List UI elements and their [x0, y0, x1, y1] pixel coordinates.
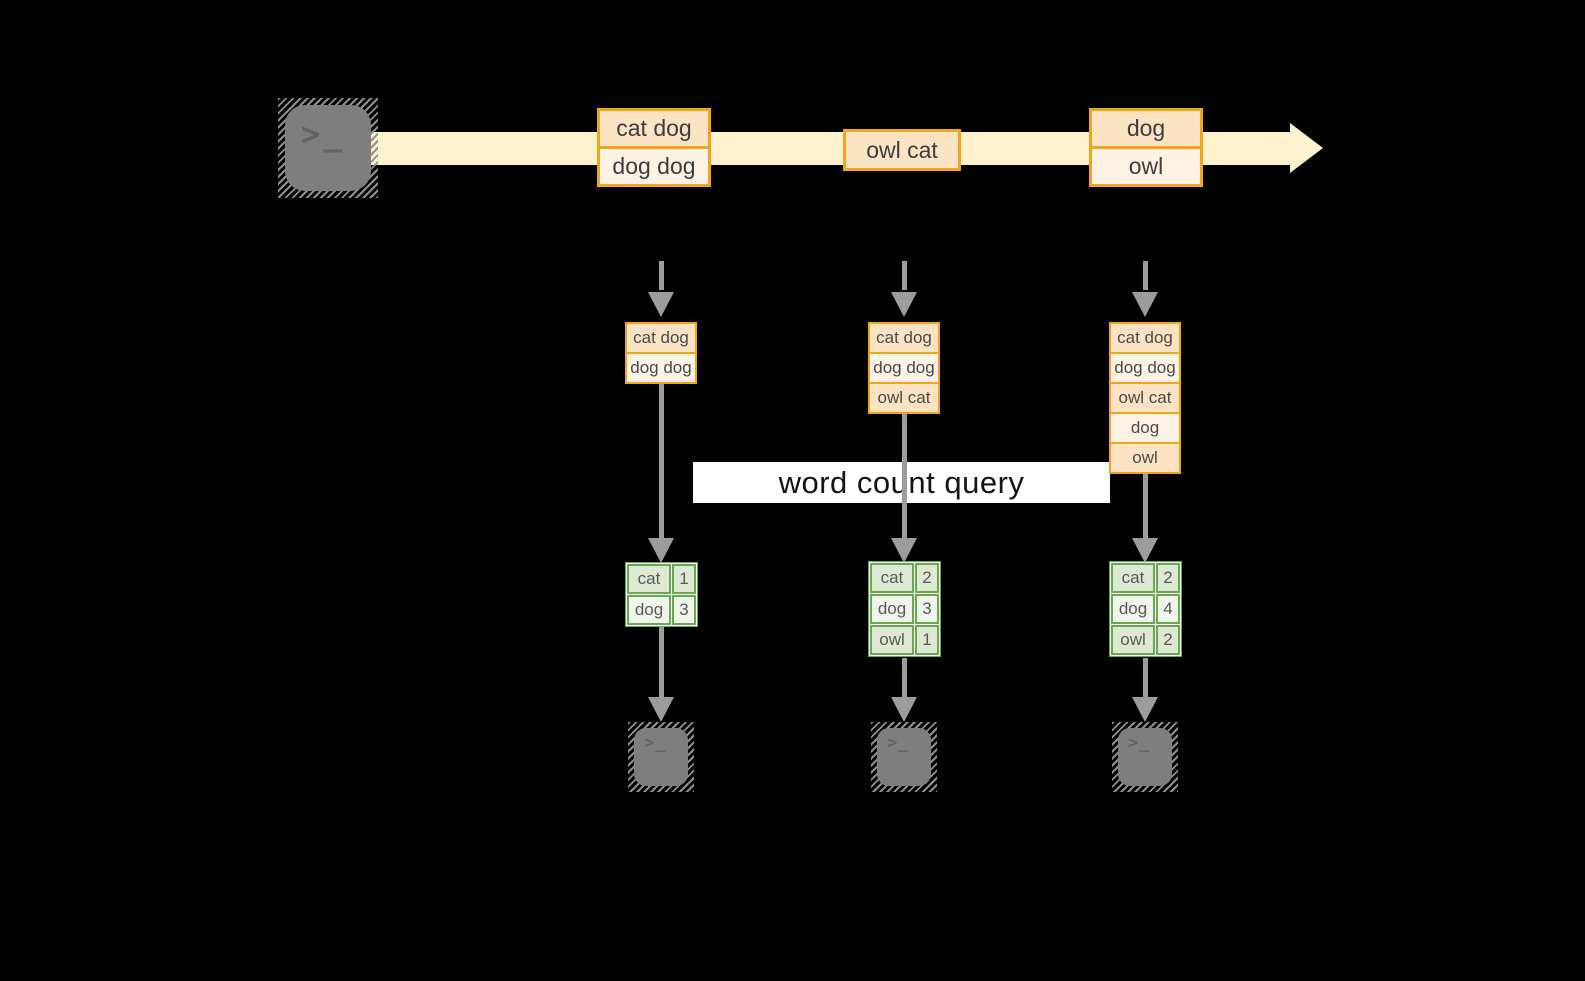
dashed-arrowhead-icon — [891, 292, 917, 317]
stream-record: owl cat — [846, 132, 958, 168]
stream-record: dog — [1092, 111, 1200, 146]
terminal-screen: >_ — [877, 728, 931, 786]
arrowhead-icon — [648, 697, 674, 722]
sink-terminal-icon: >_ — [1112, 722, 1178, 792]
dashed-arrowhead-icon — [1132, 292, 1158, 317]
stream-arrowhead-icon — [1290, 123, 1323, 173]
sink-terminal-icon: >_ — [871, 722, 937, 792]
stack-record: dog — [1111, 412, 1179, 442]
dashed-arrow-icon — [1143, 261, 1148, 290]
count-table-1: cat 1 dog 3 — [625, 562, 698, 627]
terminal-prompt-icon: >_ — [887, 733, 910, 753]
stack-record: cat dog — [1111, 324, 1179, 352]
source-terminal-icon: >_ — [278, 98, 378, 198]
count-value: 3 — [915, 594, 939, 624]
terminal-prompt-icon: >_ — [1128, 733, 1151, 753]
stream-record-box-1: cat dog dog dog — [597, 108, 711, 187]
arrowhead-icon — [648, 538, 674, 563]
arrow-icon — [1143, 474, 1148, 538]
stack-record: dog dog — [870, 352, 938, 382]
arrow-icon — [902, 414, 907, 538]
stack-record: cat dog — [627, 324, 695, 352]
count-value: 3 — [672, 595, 696, 625]
count-value: 1 — [672, 564, 696, 594]
stack-record: dog dog — [627, 352, 695, 382]
arrow-icon — [659, 627, 664, 697]
count-word: cat — [870, 563, 914, 593]
count-value: 2 — [1156, 563, 1180, 593]
terminal-prompt-icon: >_ — [301, 115, 346, 153]
stream-record: dog dog — [600, 146, 708, 184]
count-value: 4 — [1156, 594, 1180, 624]
terminal-screen: >_ — [1118, 728, 1172, 786]
count-word: dog — [1111, 594, 1155, 624]
dashed-arrow-icon — [659, 261, 664, 290]
arrow-icon — [902, 658, 907, 697]
terminal-screen: >_ — [634, 728, 688, 786]
record-stack-1: cat dog dog dog — [625, 322, 697, 384]
stream-record-box-3: dog owl — [1089, 108, 1203, 187]
dashed-arrow-icon — [902, 261, 907, 290]
count-word: owl — [1111, 625, 1155, 655]
stream-record: owl — [1092, 146, 1200, 184]
count-table-3: cat 2 dog 4 owl 2 — [1109, 561, 1182, 657]
stream-record: cat dog — [600, 111, 708, 146]
record-stack-3: cat dog dog dog owl cat dog owl — [1109, 322, 1181, 474]
arrow-icon — [659, 384, 664, 538]
count-table-2: cat 2 dog 3 owl 1 — [868, 561, 941, 657]
stack-record: owl cat — [1111, 382, 1179, 412]
stack-record: owl — [1111, 442, 1179, 472]
terminal-screen: >_ — [285, 105, 371, 191]
count-value: 2 — [1156, 625, 1180, 655]
arrowhead-icon — [891, 538, 917, 563]
count-word: owl — [870, 625, 914, 655]
count-word: cat — [627, 564, 671, 594]
arrowhead-icon — [1132, 538, 1158, 563]
arrowhead-icon — [1132, 697, 1158, 722]
stack-record: owl cat — [870, 382, 938, 412]
stream-record-box-2: owl cat — [843, 129, 961, 171]
query-label: word count query — [693, 462, 1110, 503]
stack-record: cat dog — [870, 324, 938, 352]
arrowhead-icon — [891, 697, 917, 722]
stack-record: dog dog — [1111, 352, 1179, 382]
count-word: dog — [870, 594, 914, 624]
record-stack-2: cat dog dog dog owl cat — [868, 322, 940, 414]
sink-terminal-icon: >_ — [628, 722, 694, 792]
count-word: dog — [627, 595, 671, 625]
dashed-arrowhead-icon — [648, 292, 674, 317]
count-value: 2 — [915, 563, 939, 593]
terminal-prompt-icon: >_ — [644, 733, 667, 753]
count-word: cat — [1111, 563, 1155, 593]
count-value: 1 — [915, 625, 939, 655]
arrow-icon — [1143, 658, 1148, 697]
